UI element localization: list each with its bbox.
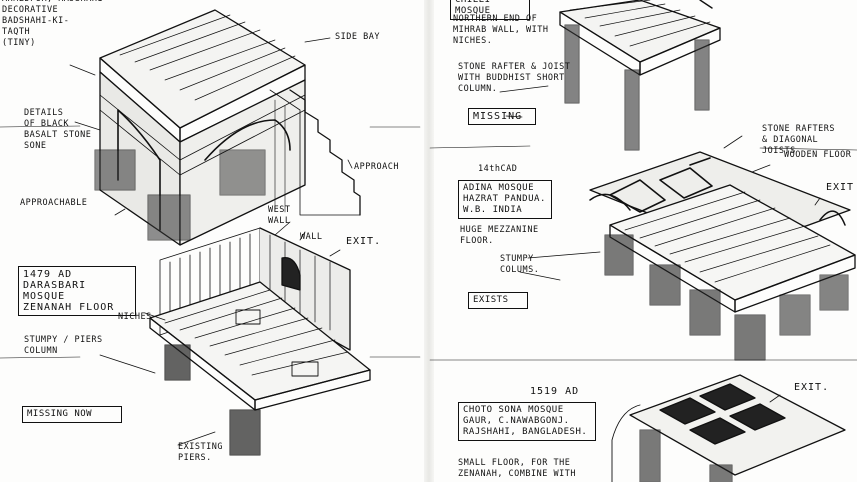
date-14th-label: 14thCAD — [478, 164, 518, 174]
west-wall-label: WEST WALL — [268, 205, 291, 226]
details-label: DETAILS OF BLACK BASALT STONE SONE — [24, 108, 92, 151]
huge-mezzanine-label: HUGE MEZZANINE FLOOR. — [460, 225, 539, 246]
wooden-floor-label: WOODEN FLOOR — [784, 150, 852, 160]
adina-mosque-sketch — [589, 151, 856, 361]
side-bay-label: SIDE BAY — [335, 32, 380, 42]
stumpy-piers-label: STUMPY / PIERS COLUMN — [24, 335, 103, 356]
chilli-mosque-box: CHILLI MOSQUE — [450, 0, 530, 20]
approach-label: APPROACH — [354, 162, 399, 172]
existing-piers-label: EXISTING PIERS. — [178, 442, 223, 463]
approach-stairs — [269, 89, 361, 216]
wall-label: WALL — [300, 232, 323, 242]
exit-label-right-2: EXIT. — [794, 382, 830, 393]
darasbari-box: 1479 AD DARASBARI MOSQUE ZENANAH FLOOR — [18, 266, 136, 316]
pavilion-sketch — [94, 9, 306, 246]
exit-label-left: EXIT. — [346, 236, 382, 247]
top-note-left: AHMEDPUR, RAJSHAHI DECORATIVE BADSHAHI-K… — [2, 0, 103, 48]
missing-now-box: MISSING NOW — [22, 406, 122, 423]
date-1519-label: 1519 AD — [530, 386, 580, 397]
adina-box: ADINA MOSQUE HAZRAT PANDUA. W.B. INDIA — [458, 180, 552, 219]
missing-box: MISSING — [468, 108, 536, 125]
approachable-label: APPROACHABLE — [20, 198, 88, 208]
choto-sona-sketch — [611, 374, 846, 482]
zenanah-floor-sketch — [149, 227, 371, 456]
chilli-mosque-sketch — [559, 0, 721, 151]
niches-label: NICHES — [118, 312, 152, 322]
choto-sona-box: CHOTO SONA MOSQUE GAUR, C.NAWABGONJ. RAJ… — [458, 402, 596, 441]
stone-rafters-label: STONE RAFTERS & DIAGONAL JOISTS — [762, 124, 836, 156]
stumpy-colums-label: STUMPY COLUMS. — [500, 254, 540, 275]
northern-end-label: NORTHERN END OF MIHRAB WALL, WITH NICHES… — [453, 14, 549, 46]
stone-rafter-label: STONE RAFTER & JOIST WITH BUDDHIST SHORT… — [458, 62, 571, 94]
small-floor-label: SMALL FLOOR, FOR THE ZENANAH, COMBINE WI… — [458, 458, 576, 479]
exit-label-right: EXIT — [826, 182, 855, 193]
book-gutter — [424, 0, 434, 482]
exists-box: EXISTS — [468, 292, 528, 309]
